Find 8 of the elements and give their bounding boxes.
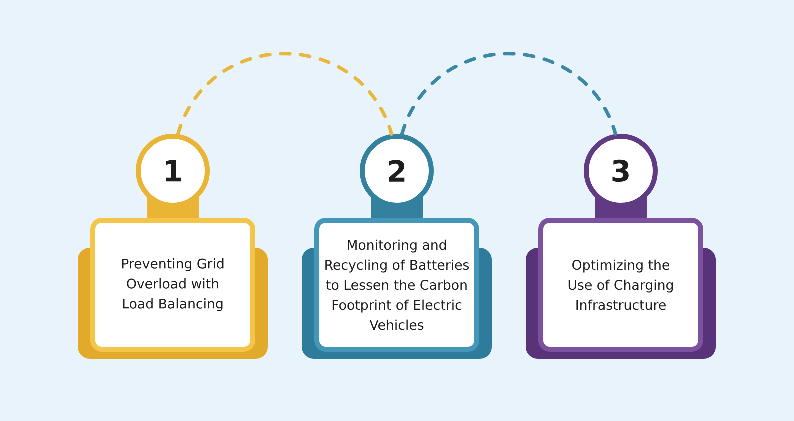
- dashed-arc: [400, 52, 618, 136]
- number-badge: 1: [136, 134, 210, 218]
- number-badge: 3: [584, 134, 658, 218]
- step-card: Optimizing the Use of Charging Infrastructure: [526, 218, 716, 359]
- number-badge: 2: [360, 134, 434, 218]
- step-card: Monitoring and Recycling of Batteries to Lessen the Carbon Footprint of Electric Vehicles: [302, 218, 492, 359]
- step-card: Preventing Grid Overload with Load Balancing: [78, 218, 268, 359]
- dashed-arc: [176, 52, 394, 136]
